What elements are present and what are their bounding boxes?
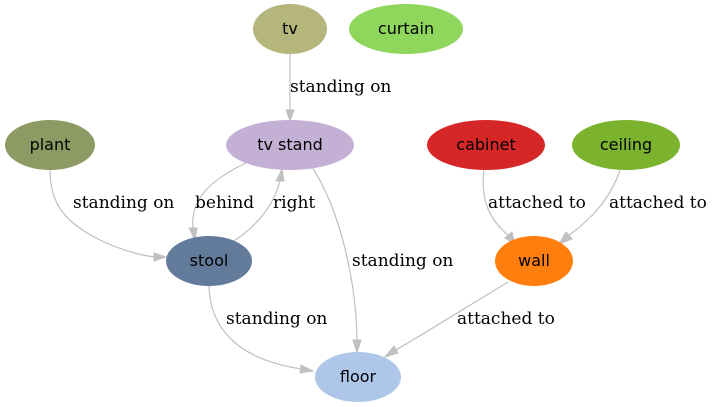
edge-label-cabinet-wall: attached to — [488, 193, 586, 213]
edge-label-tvstand-stool: behind — [195, 193, 254, 213]
edge-label-tv-tvstand: standing on — [290, 77, 391, 97]
node-curtain-shape — [349, 4, 463, 54]
edge-plant-stool: standing on — [49, 168, 174, 262]
node-tv[interactable]: tv — [253, 4, 327, 54]
edge-label-stool-tvstand: right — [273, 193, 315, 213]
node-stool[interactable]: stool — [166, 236, 252, 286]
node-plant-label: plant — [30, 135, 71, 154]
edge-tv-tvstand: standing on — [285, 54, 391, 123]
node-floor-label: floor — [340, 367, 377, 386]
edge-label-wall-floor: attached to — [457, 309, 555, 329]
node-tv-shape — [253, 4, 327, 54]
node-wall-shape — [495, 236, 573, 286]
node-wall-label: wall — [518, 251, 550, 270]
edge-tvstand-stool: behind — [188, 162, 254, 242]
node-floor-shape — [315, 352, 401, 402]
edges: standing on standing on behind right sta… — [49, 54, 707, 374]
edge-cabinet-wall: attached to — [482, 169, 586, 246]
edge-label-ceiling-wall: attached to — [609, 193, 707, 213]
node-cabinet[interactable]: cabinet — [427, 120, 545, 170]
edge-label-stool-floor: standing on — [226, 309, 327, 329]
node-cabinet-label: cabinet — [456, 135, 515, 154]
node-stool-shape — [166, 236, 252, 286]
node-curtain-label: curtain — [378, 19, 434, 38]
edge-stool-floor: standing on — [208, 285, 327, 374]
node-plant-shape — [5, 120, 95, 170]
node-ceiling-label: ceiling — [600, 135, 652, 154]
node-ceiling[interactable]: ceiling — [572, 120, 680, 170]
node-wall[interactable]: wall — [495, 236, 573, 286]
edge-label-tvstand-floor: standing on — [352, 251, 453, 271]
edge-stool-tvstand: right — [231, 167, 315, 243]
edge-wall-floor: attached to — [383, 281, 555, 358]
node-plant[interactable]: plant — [5, 120, 95, 170]
node-tv-label: tv — [282, 19, 298, 38]
node-floor[interactable]: floor — [315, 352, 401, 402]
node-tv-stand[interactable]: tv stand — [226, 120, 354, 170]
node-curtain[interactable]: curtain — [349, 4, 463, 54]
node-cabinet-shape — [427, 120, 545, 170]
edge-label-plant-stool: standing on — [73, 193, 174, 213]
node-stool-label: stool — [190, 251, 229, 270]
node-ceiling-shape — [572, 120, 680, 170]
node-tv-stand-label: tv stand — [257, 135, 323, 154]
nodes: tv curtain tv stand plant cabinet ceilin… — [5, 4, 680, 402]
edge-ceiling-wall: attached to — [557, 169, 707, 245]
edge-tvstand-floor: standing on — [311, 166, 453, 355]
node-tv-stand-shape — [226, 120, 354, 170]
